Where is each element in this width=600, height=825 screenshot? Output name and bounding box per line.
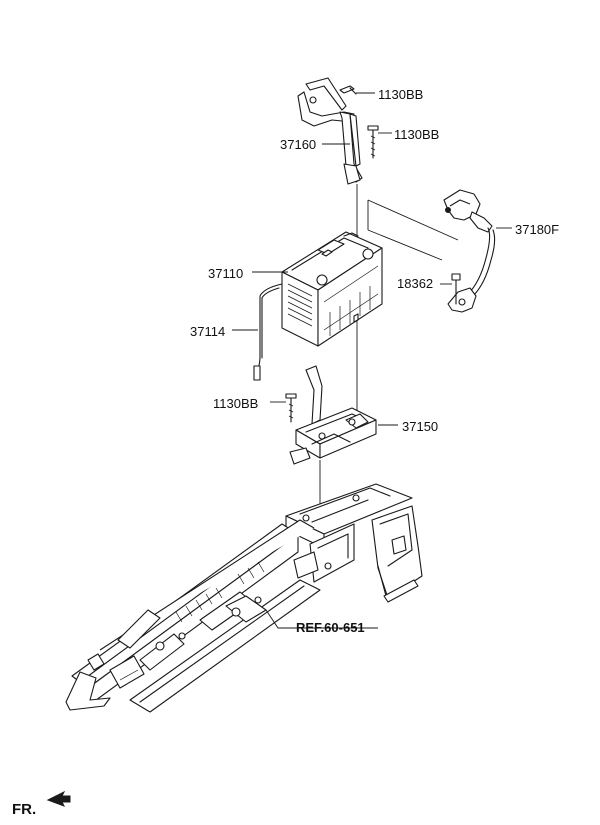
bolt-tray: [270, 393, 297, 423]
vent-tube: [232, 283, 283, 381]
part-label-vent-tube: 37114: [190, 324, 226, 339]
reference-label: REF.60-651: [296, 620, 365, 635]
body-frame: [65, 483, 423, 713]
front-direction-arrow: [46, 790, 71, 807]
bolt-top: [339, 85, 375, 95]
part-label-tray: 37150: [402, 419, 439, 434]
part-label-bolt-tray: 1130BB: [213, 396, 259, 411]
part-label-cable: 37180F: [515, 222, 560, 237]
part-label-battery: 37110: [208, 266, 244, 281]
bolt-clamp: [367, 125, 392, 159]
battery-clamp: [297, 77, 363, 185]
part-label-fuse: 18362: [397, 276, 434, 291]
front-direction-label: FR.: [12, 801, 37, 818]
battery-tray: [289, 365, 398, 465]
battery: [252, 231, 383, 347]
battery-sensor-cable: [367, 189, 512, 313]
part-label-bolt-clamp: 1130BB: [394, 127, 440, 142]
part-label-bolt-top: 1130BB: [378, 87, 424, 102]
part-label-clamp: 37160: [280, 137, 317, 152]
fuse-part: [440, 273, 461, 305]
